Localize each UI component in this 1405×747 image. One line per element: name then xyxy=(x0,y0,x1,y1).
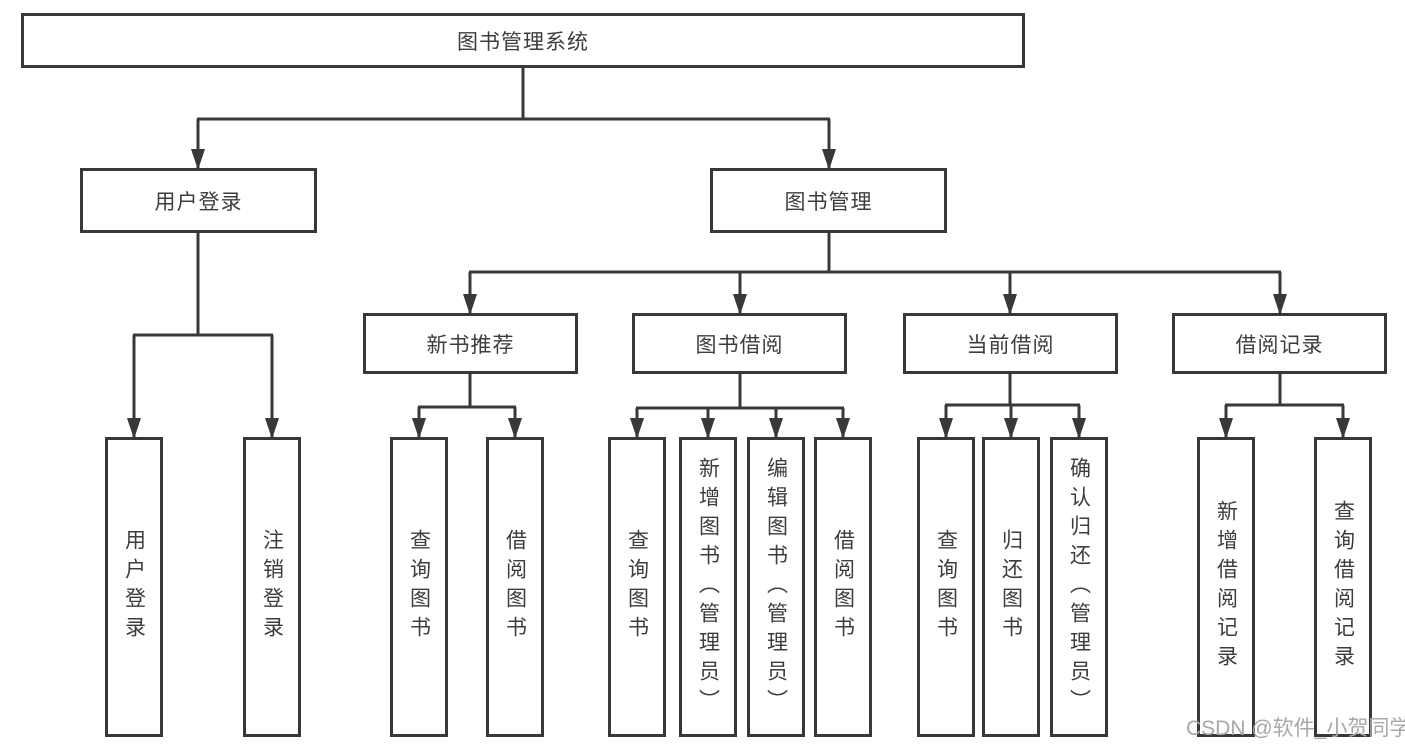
leaf-bb-edit-books-admin: 编辑图书（管理员） xyxy=(747,437,805,737)
watermark-text: CSDN @软件_小贺同学 xyxy=(1186,717,1405,740)
node-label: 图书管理系统 xyxy=(457,30,589,54)
leaf-bb-add-books-admin: 新增图书（管理员） xyxy=(679,437,737,737)
node-label: 查询借阅记录 xyxy=(1331,500,1355,674)
node-label: 查询图书 xyxy=(934,529,958,645)
leaf-nb-search-books: 查询图书 xyxy=(390,437,448,737)
leaf-user-login: 用户登录 xyxy=(105,437,163,737)
leaf-bb-search-books: 查询图书 xyxy=(608,437,666,737)
node-label: 编辑图书（管理员） xyxy=(764,456,788,718)
node-book-borrow: 图书借阅 xyxy=(632,313,847,374)
node-label: 新书推荐 xyxy=(426,333,515,357)
node-book-management: 图书管理 xyxy=(710,168,947,233)
node-label: 归还图书 xyxy=(999,529,1023,645)
leaf-logout: 注销登录 xyxy=(243,437,301,737)
node-label: 借阅图书 xyxy=(503,529,527,645)
node-user-login-branch: 用户登录 xyxy=(80,168,317,233)
node-label: 用户登录 xyxy=(154,190,243,214)
node-label: 当前借阅 xyxy=(966,333,1055,357)
node-label: 查询图书 xyxy=(407,529,431,645)
node-label: 图书借阅 xyxy=(695,333,784,357)
node-new-book-recommend: 新书推荐 xyxy=(363,313,578,374)
node-label: 借阅图书 xyxy=(831,529,855,645)
node-library-management-system: 图书管理系统 xyxy=(21,13,1025,68)
node-label: 图书管理 xyxy=(784,190,873,214)
leaf-br-add-record: 新增借阅记录 xyxy=(1197,437,1255,737)
node-borrow-records: 借阅记录 xyxy=(1172,313,1387,374)
leaf-cb-search-books: 查询图书 xyxy=(917,437,975,737)
node-label: 新增借阅记录 xyxy=(1214,500,1238,674)
node-label: 新增图书（管理员） xyxy=(696,456,720,718)
leaf-cb-confirm-return-admin: 确认归还（管理员） xyxy=(1050,437,1108,737)
node-label: 用户登录 xyxy=(122,529,146,645)
node-label: 查询图书 xyxy=(625,529,649,645)
leaf-nb-borrow-books: 借阅图书 xyxy=(486,437,544,737)
node-current-borrow: 当前借阅 xyxy=(903,313,1118,374)
node-label: 确认归还（管理员） xyxy=(1067,456,1091,718)
leaf-cb-return-books: 归还图书 xyxy=(982,437,1040,737)
leaf-bb-borrow-books: 借阅图书 xyxy=(814,437,872,737)
leaf-br-search-record: 查询借阅记录 xyxy=(1314,437,1372,737)
node-label: 借阅记录 xyxy=(1235,333,1324,357)
node-label: 注销登录 xyxy=(260,529,284,645)
